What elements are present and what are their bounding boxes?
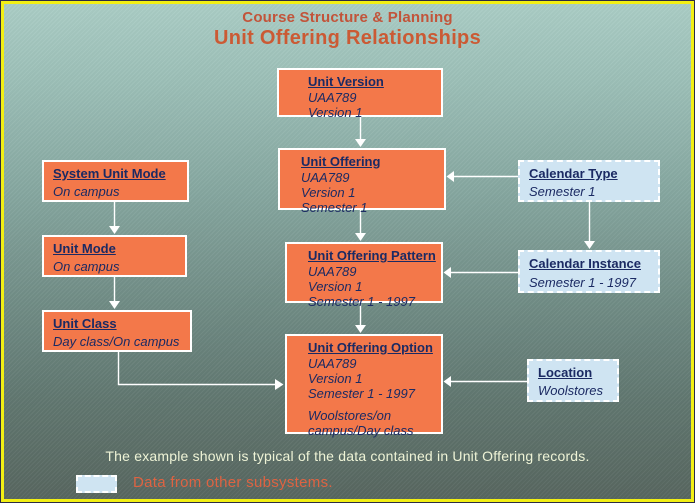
unit-version-line: Version 1 xyxy=(308,105,363,120)
unit-mode-line: On campus xyxy=(53,259,120,274)
calendar-instance-title: Calendar Instance xyxy=(529,256,641,271)
unit-offering-pattern-box: Unit Offering Pattern UAA789 Version 1 S… xyxy=(285,242,443,309)
unit-offering-line: UAA789 xyxy=(301,170,350,185)
unit-class-line: Day class/On campus xyxy=(53,334,180,349)
unit-version-line: UAA789 xyxy=(308,90,357,105)
subsystem-legend-label: Data from other subsystems. xyxy=(133,474,333,491)
location-line: Woolstores xyxy=(538,383,604,398)
unit-offering-pattern-title: Unit Offering Pattern xyxy=(308,248,436,263)
page-title: Unit Offering Relationships xyxy=(214,27,481,49)
unit-offering-option-line: Semester 1 - 1997 xyxy=(308,386,415,401)
unit-class-box: Unit Class Day class/On campus xyxy=(42,310,192,352)
unit-version-title: Unit Version xyxy=(308,74,384,89)
unit-offering-title: Unit Offering xyxy=(301,154,381,169)
unit-mode-box: Unit Mode On campus xyxy=(42,235,187,277)
unit-mode-title: Unit Mode xyxy=(53,241,116,256)
unit-offering-pattern-line: Semester 1 - 1997 xyxy=(308,294,415,309)
unit-class-title: Unit Class xyxy=(53,316,117,331)
unit-offering-line: Version 1 xyxy=(301,185,356,200)
unit-offering-pattern-line: Version 1 xyxy=(308,279,363,294)
system-unit-mode-title: System Unit Mode xyxy=(53,166,166,181)
unit-offering-box: Unit Offering UAA789 Version 1 Semester … xyxy=(278,148,446,215)
location-box: Location Woolstores xyxy=(527,359,619,402)
unit-offering-option-title: Unit Offering Option xyxy=(308,340,433,355)
subsystem-legend-swatch xyxy=(76,475,117,493)
unit-offering-option-line: UAA789 xyxy=(308,356,357,371)
footer-note: The example shown is typical of the data… xyxy=(105,448,590,464)
calendar-type-box: Calendar Type Semester 1 xyxy=(518,160,660,202)
system-unit-mode-box: System Unit Mode On campus xyxy=(42,160,189,202)
unit-offering-option-box: Unit Offering Option UAA789 Version 1 Se… xyxy=(285,334,443,438)
system-unit-mode-line: On campus xyxy=(53,184,120,199)
location-title: Location xyxy=(538,365,593,380)
calendar-instance-line: Semester 1 - 1997 xyxy=(529,275,636,290)
unit-offering-option-extra: Woolstores/on campus/Day class xyxy=(308,408,414,438)
calendar-type-title: Calendar Type xyxy=(529,166,618,181)
calendar-instance-box: Calendar Instance Semester 1 - 1997 xyxy=(518,250,660,293)
unit-offering-option-line: Version 1 xyxy=(308,371,363,386)
page-subtitle: Course Structure & Planning xyxy=(242,9,453,26)
unit-version-box: Unit Version UAA789 Version 1 xyxy=(277,68,443,120)
unit-offering-line: Semester 1 xyxy=(301,200,368,215)
unit-offering-pattern-line: UAA789 xyxy=(308,264,357,279)
calendar-type-line: Semester 1 xyxy=(529,184,596,199)
